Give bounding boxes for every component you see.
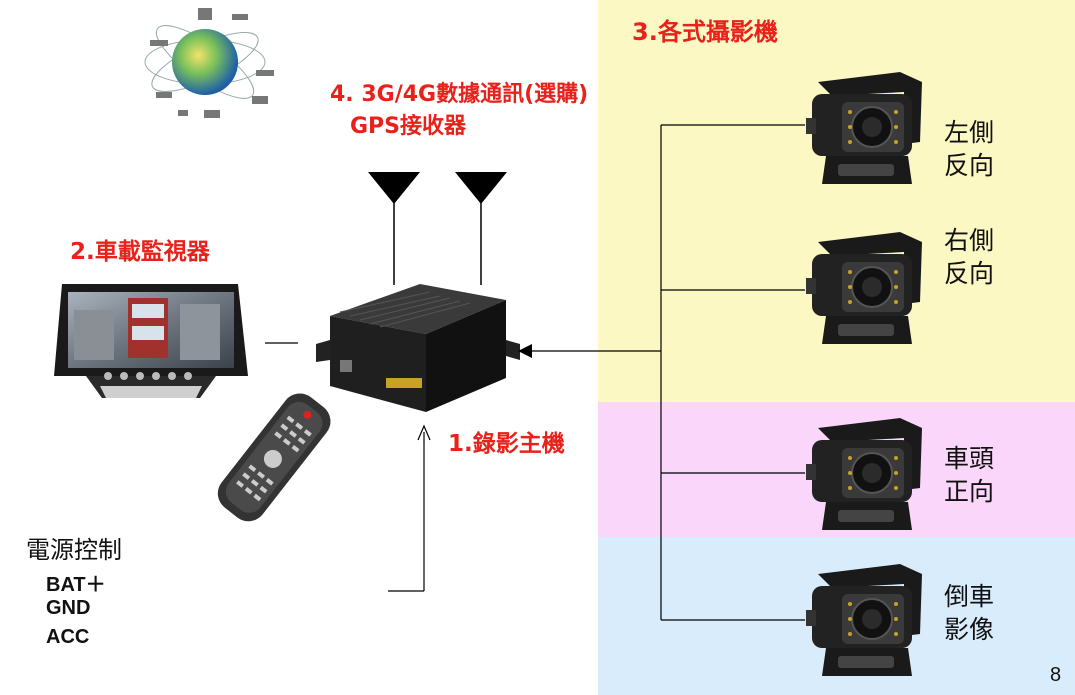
camera-label-line: 車頭 (944, 444, 995, 473)
camera-rear-label: 倒車 影像 (944, 580, 994, 646)
dvr-recorder-image (316, 284, 520, 412)
power-connection-arrow (388, 424, 431, 592)
camera-label-line: 倒車 (944, 582, 995, 611)
car-monitor-image (54, 284, 248, 398)
camera-front-label: 車頭 正向 (944, 442, 994, 508)
camera-label-line: 正向 (944, 477, 995, 506)
satellite-globe-icon (144, 8, 274, 118)
camera-label-line: 右側 (944, 226, 995, 255)
power-line-bat: BAT＋ (46, 574, 106, 596)
antenna-icon (455, 172, 507, 285)
camera-label-line: 影像 (944, 615, 995, 644)
arrow-to-dvr-icon (518, 344, 532, 358)
camera-label-line: 反向 (944, 151, 995, 180)
camera-connection-lines (530, 124, 805, 621)
camera-label-line: 反向 (944, 259, 995, 288)
power-line-gnd: GND (46, 597, 91, 619)
camera-left-image (805, 71, 923, 185)
camera-right-image (805, 231, 923, 345)
dvr-title: 1.錄影主機 (448, 431, 565, 457)
power-line-acc: ACC (46, 626, 90, 648)
monitor-title: 2.車載監視器 (70, 239, 210, 265)
remote-control-image (217, 393, 331, 522)
camera-front-image (805, 417, 923, 531)
cameras-title: 3.各式攝影機 (632, 18, 778, 46)
camera-left-label: 左側 反向 (944, 116, 994, 182)
power-heading: 電源控制 (26, 536, 122, 564)
gps-title-line1: 4. 3G/4G數據通訊(選購) (330, 82, 589, 107)
camera-label-line: 左側 (944, 118, 995, 147)
camera-rear-image (805, 563, 923, 677)
page-number: 8 (1050, 664, 1062, 686)
gps-title-line2: GPS接收器 (350, 114, 467, 139)
antenna-icon (368, 172, 420, 285)
camera-right-label: 右側 反向 (944, 224, 994, 290)
